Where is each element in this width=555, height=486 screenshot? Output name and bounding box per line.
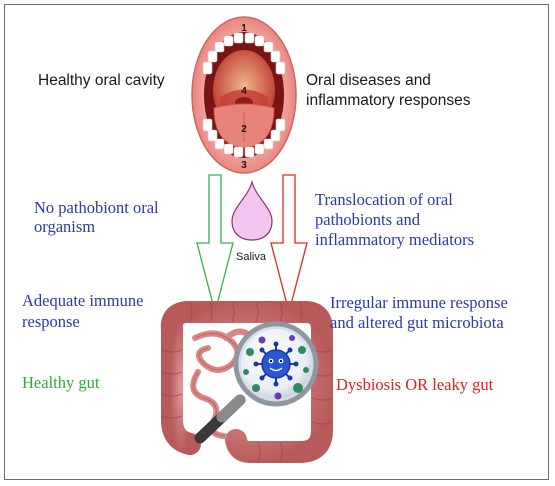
left-mid-label-line-2: organism bbox=[34, 217, 96, 236]
right-mid-label-line-2: pathobionts and bbox=[315, 210, 420, 229]
right-top-label-line-1: Oral diseases and bbox=[306, 72, 431, 89]
mouth-number-1: 1 bbox=[241, 23, 247, 34]
left-top-label: Healthy oral cavity bbox=[38, 72, 165, 89]
left-mid-label-line-1: No pathobiont oral bbox=[34, 198, 159, 217]
mouth-number-4: 4 bbox=[241, 86, 247, 97]
saliva-label: Saliva bbox=[236, 251, 266, 263]
disease-arrow bbox=[270, 174, 308, 315]
right-mid-label-line-1: Translocation of oral bbox=[315, 190, 453, 209]
right-low-label-line-2: and altered gut microbiota bbox=[330, 313, 504, 332]
mouth-illustration: 1 2 3 4 bbox=[191, 16, 297, 174]
right-low-label-line-1: Irregular immune response bbox=[330, 293, 508, 312]
mouth-number-2: 2 bbox=[241, 124, 247, 135]
left-low-label-line-2: response bbox=[22, 312, 80, 331]
left-low-label-line-1: Adequate immune bbox=[22, 291, 144, 310]
saliva-drop bbox=[231, 179, 273, 241]
right-bottom-label: Dysbiosis OR leaky gut bbox=[336, 375, 494, 394]
magnifier bbox=[194, 321, 319, 444]
mouth-number-3: 3 bbox=[241, 160, 247, 171]
right-top-label-line-2: inflammatory responses bbox=[306, 92, 471, 109]
healthy-arrow bbox=[196, 174, 234, 315]
microbe-cluster bbox=[243, 335, 309, 400]
left-bottom-label: Healthy gut bbox=[22, 373, 100, 392]
right-mid-label-line-3: inflammatory mediators bbox=[315, 230, 474, 249]
